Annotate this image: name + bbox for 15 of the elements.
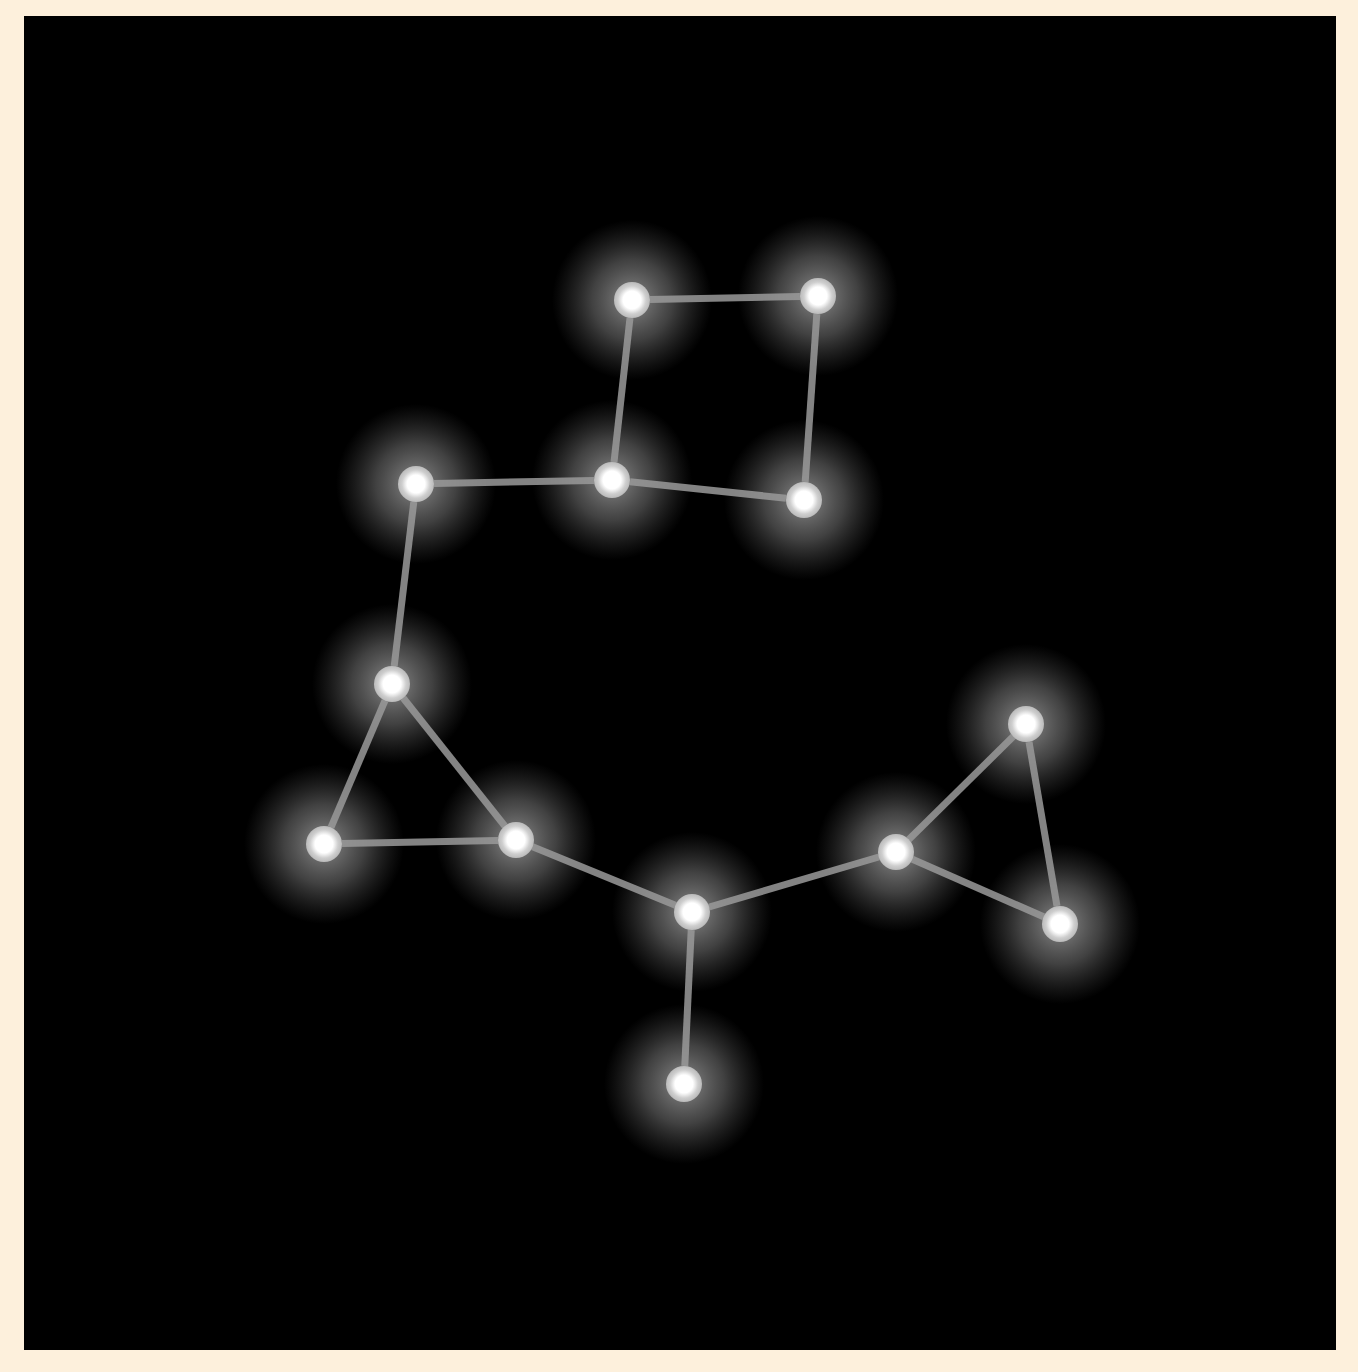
connector-line	[341, 836, 499, 848]
connector-line	[433, 476, 595, 488]
connector-line	[531, 843, 677, 909]
connector-line	[610, 317, 634, 463]
connector-line	[1025, 741, 1061, 907]
connector-line	[906, 734, 1016, 842]
connector-line	[681, 929, 695, 1067]
connector-line	[327, 699, 389, 829]
connector-line	[801, 313, 821, 483]
connector-line	[708, 853, 880, 911]
connector-line	[629, 478, 787, 502]
connector-line	[400, 695, 508, 829]
connector-line	[390, 501, 418, 667]
connector-line	[649, 292, 801, 304]
connector-line	[911, 856, 1045, 920]
